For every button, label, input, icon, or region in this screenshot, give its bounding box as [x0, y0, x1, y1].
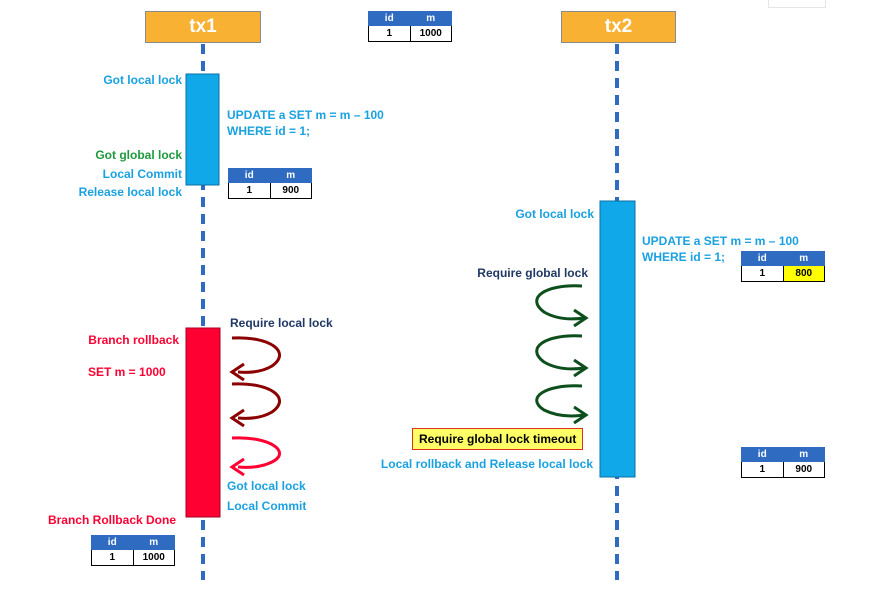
- tx2-update-line1: UPDATE a SET m = m – 100: [642, 234, 799, 248]
- table-cell-id: 1: [91, 549, 134, 566]
- tx1-branch-rollback-done: Branch Rollback Done: [47, 513, 176, 527]
- tx1-update-line1: UPDATE a SET m = m – 100: [227, 108, 384, 122]
- table-header-id: id: [741, 251, 784, 266]
- table-header-m: m: [782, 447, 825, 462]
- table-cell-m-highlighted: 800: [782, 265, 825, 282]
- tx2-local-rollback: Local rollback and Release local lock: [380, 457, 593, 471]
- table-header-id: id: [91, 535, 134, 550]
- table-cell-m: 1000: [409, 25, 452, 42]
- table-header-m: m: [409, 11, 452, 26]
- tx2-activation: [599, 200, 636, 478]
- table-cell-id: 1: [741, 265, 784, 282]
- tx1-require-local-lock: Require local lock: [230, 316, 333, 330]
- tx1-title: tx1: [145, 11, 261, 43]
- tx1-activation-commit: [185, 73, 220, 186]
- tx1-local-commit: Local Commit: [102, 167, 182, 181]
- table-cell-m: 1000: [132, 549, 175, 566]
- tx1-local-commit-2: Local Commit: [227, 499, 307, 513]
- tx1-activation-rollback: [185, 327, 221, 518]
- tx1-retry-arrow-2: [229, 382, 281, 428]
- tx1-retry-arrow-1: [229, 336, 281, 382]
- tx2-retry-arrow-3: [535, 384, 589, 425]
- tx1-branch-rollback: Branch rollback: [88, 333, 179, 347]
- tx1-got-local-lock: Got local lock: [103, 73, 182, 87]
- tx2-got-local-lock: Got local lock: [515, 207, 594, 221]
- table-cell-m: 900: [269, 182, 312, 199]
- tx1-retry-arrow-3: [229, 436, 281, 477]
- tx1-release-local-lock: Release local lock: [78, 185, 182, 199]
- table-tx2-update: id m 1 800: [741, 251, 825, 282]
- table-header-id: id: [368, 11, 411, 26]
- table-cell-id: 1: [741, 461, 784, 478]
- table-after-tx2-rollback: id m 1 900: [741, 447, 825, 478]
- tx2-update-line2: WHERE id = 1;: [642, 250, 726, 264]
- table-header-id: id: [741, 447, 784, 462]
- table-cell-id: 1: [368, 25, 411, 42]
- tx2-retry-arrow-1: [535, 284, 589, 328]
- tx1-set-m: SET m = 1000: [88, 365, 166, 379]
- table-header-id: id: [228, 168, 271, 183]
- tx1-update-line2: WHERE id = 1;: [227, 124, 311, 138]
- table-after-tx1-commit: id m 1 900: [228, 168, 312, 199]
- table-after-branch-rollback: id m 1 1000: [91, 535, 175, 566]
- tx2-timeout-box: Require global lock timeout: [412, 428, 584, 450]
- tx1-got-local-lock-2: Got local lock: [227, 479, 306, 493]
- table-header-m: m: [782, 251, 825, 266]
- table-initial: id m 1 1000: [368, 11, 452, 42]
- table-cell-m: 900: [782, 461, 825, 478]
- tx1-got-global-lock: Got global lock: [95, 148, 182, 162]
- table-header-m: m: [132, 535, 175, 550]
- tx2-retry-arrow-2: [535, 334, 589, 378]
- tx2-require-global-lock: Require global lock: [477, 266, 588, 280]
- table-header-m: m: [269, 168, 312, 183]
- table-cell-id: 1: [228, 182, 271, 199]
- corner-box: [768, 0, 826, 8]
- tx2-title: tx2: [561, 11, 676, 43]
